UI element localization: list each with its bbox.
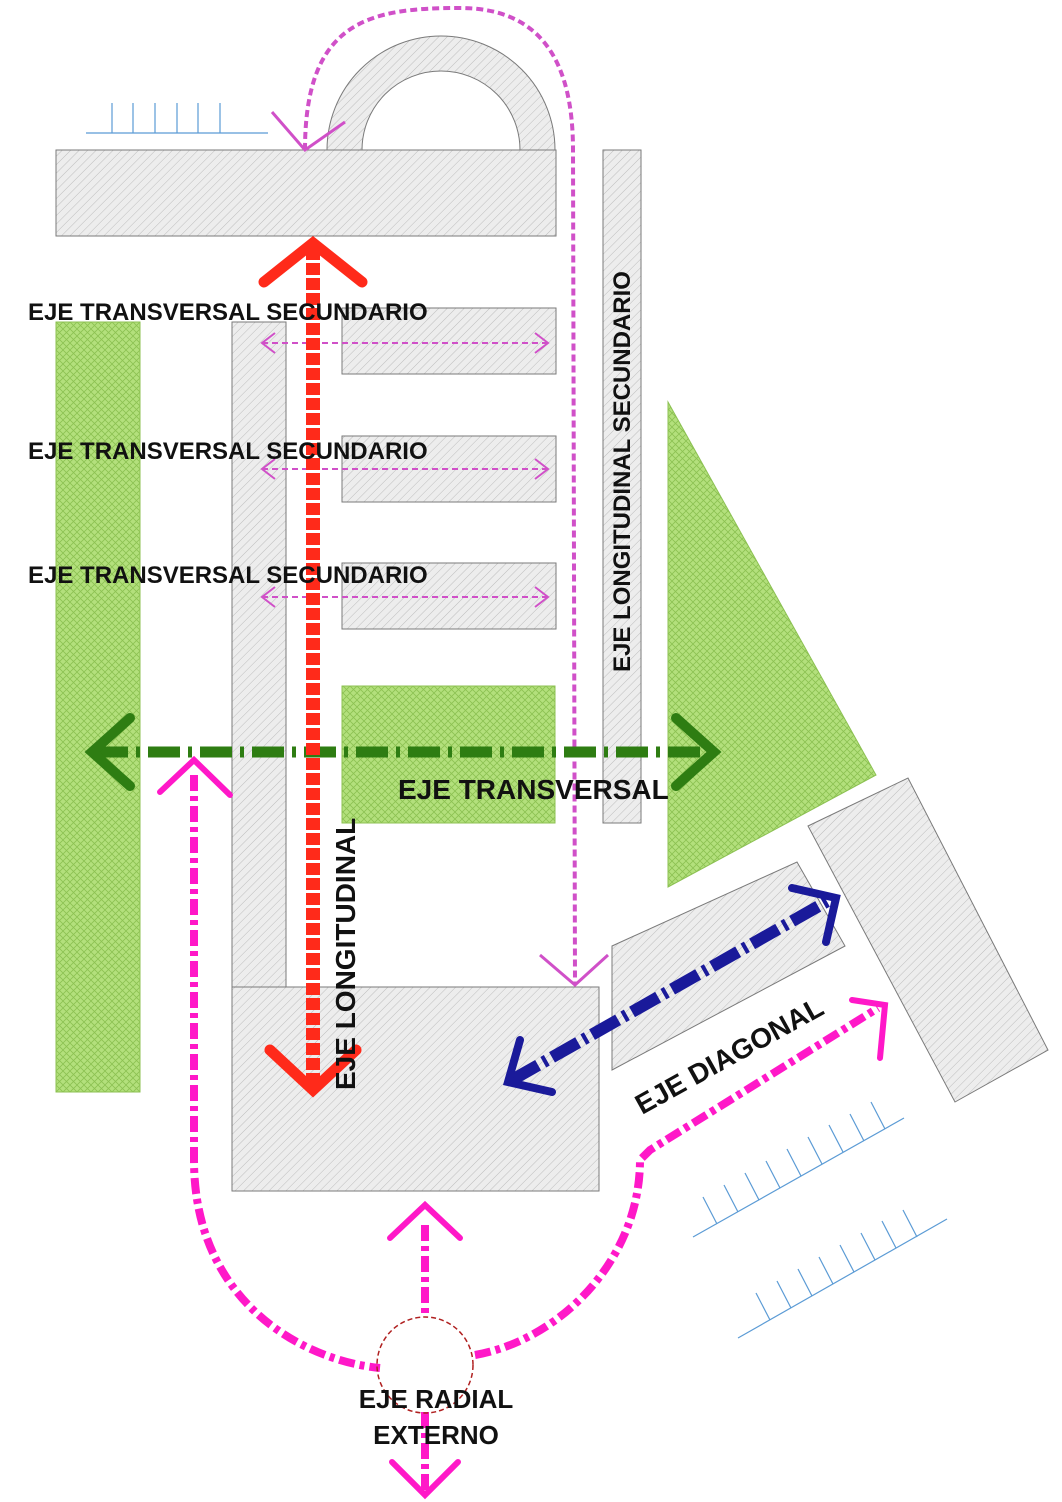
eje-transversal-arrowhead-left bbox=[84, 713, 135, 791]
label-eje-longitudinal-secundario: EJE LONGITUDINAL SECUNDARIO bbox=[609, 271, 636, 672]
building-strip-right bbox=[602, 149, 642, 824]
building-top bbox=[55, 149, 557, 237]
building-arch bbox=[326, 35, 556, 151]
label-eje-transversal: EJE TRANSVERSAL bbox=[398, 774, 669, 805]
eje-diagonal-arrowhead-left bbox=[502, 1036, 556, 1096]
stairs-bottom-right-1 bbox=[692, 1101, 905, 1238]
eje-transversal-arrowhead-right bbox=[671, 713, 722, 791]
label-eje-transversal-secundario-2: EJE TRANSVERSAL SECUNDARIO bbox=[28, 438, 428, 465]
stairs-bottom-right-2 bbox=[737, 1209, 948, 1339]
eje-radial-externo-arrowheads bbox=[157, 755, 889, 1500]
building-diagonal-large bbox=[807, 777, 1049, 1103]
eje-longitudinal-secundario-arrowhead-top bbox=[270, 111, 346, 153]
eje-radial-externo-circle bbox=[376, 1316, 474, 1414]
eje-diagonal-line bbox=[509, 892, 836, 1086]
eje-longitudinal-secundario-path bbox=[303, 5, 577, 986]
stairs-top-left bbox=[86, 103, 268, 134]
label-eje-radial-line1: EJE RADIAL bbox=[359, 1384, 514, 1414]
eje-longitudinal-arrowhead-bottom bbox=[264, 1044, 362, 1098]
eje-transversal-secundario-arrow-1 bbox=[260, 332, 550, 354]
eje-radial-externo-paths bbox=[190, 775, 881, 1490]
green-area-left bbox=[55, 321, 141, 1093]
label-eje-radial-line2: EXTERNO bbox=[373, 1420, 499, 1450]
eje-diagonal-arrowhead-right bbox=[788, 884, 841, 946]
building-block-1 bbox=[341, 307, 557, 375]
label-eje-transversal-secundario-1: EJE TRANSVERSAL SECUNDARIO bbox=[28, 299, 428, 326]
eje-transversal-secundario-arrow-2 bbox=[260, 458, 550, 480]
eje-longitudinal-secundario-arrowhead-bottom bbox=[539, 953, 610, 988]
label-eje-longitudinal: EJE LONGITUDINAL bbox=[330, 818, 361, 1090]
eje-longitudinal-arrowhead-top bbox=[258, 235, 368, 288]
eje-transversal-secundario-arrow-3 bbox=[260, 586, 550, 608]
label-eje-transversal-secundario-3: EJE TRANSVERSAL SECUNDARIO bbox=[28, 562, 428, 589]
building-strip-left bbox=[231, 321, 287, 989]
green-area-triangle bbox=[667, 400, 877, 888]
